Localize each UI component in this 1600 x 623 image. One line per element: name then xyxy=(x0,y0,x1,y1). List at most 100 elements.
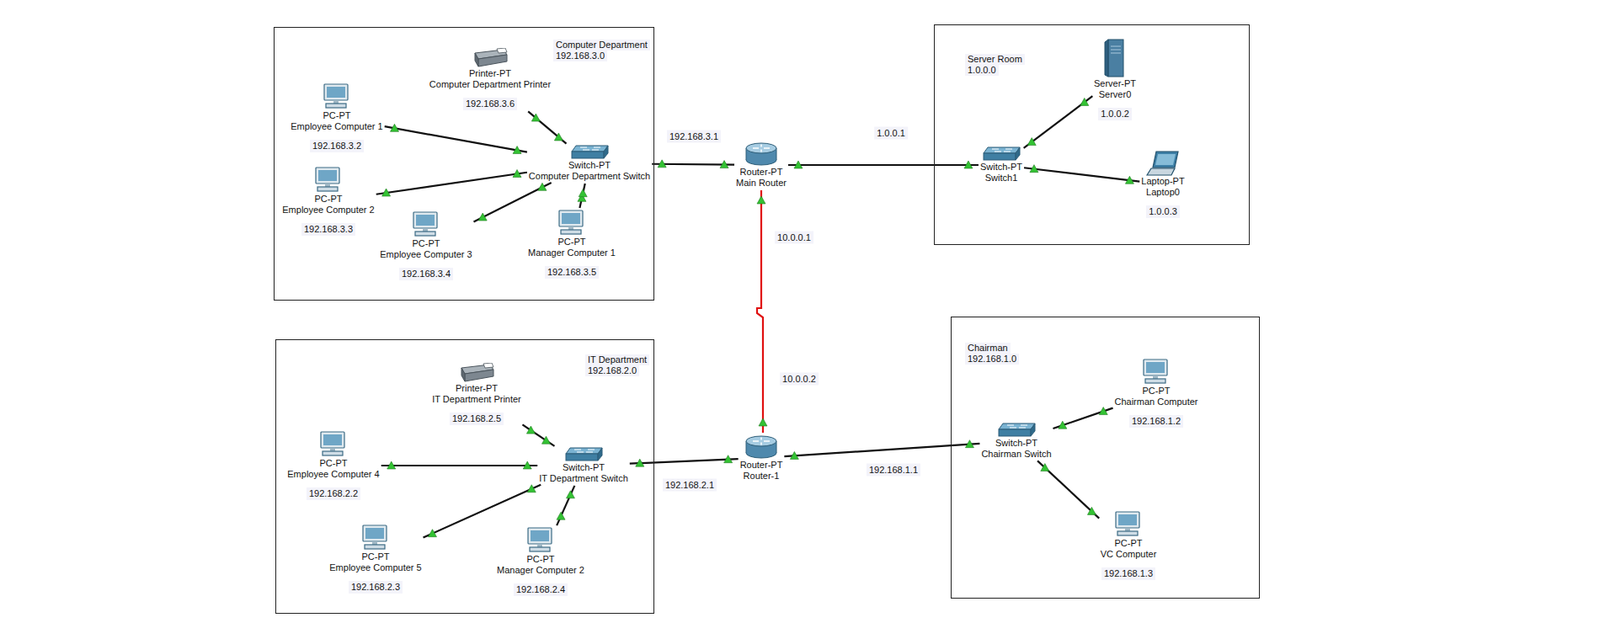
pc-device: PC-PTManager Computer 2192.168.2.4 xyxy=(496,527,585,597)
interface-ip: 192.168.3.1 xyxy=(666,130,721,144)
laptop-symbol xyxy=(1146,151,1179,176)
router-symbol xyxy=(746,436,777,459)
link-status-light xyxy=(554,133,563,141)
link-status-light xyxy=(389,123,399,132)
pc-device: PC-PTEmployee Computer 1192.168.3.2 xyxy=(290,83,383,153)
link-status-light xyxy=(531,113,540,122)
pc-icon xyxy=(313,166,344,194)
link-status-light xyxy=(526,426,535,434)
device-model: Laptop-PT xyxy=(1141,176,1184,187)
pc-icon xyxy=(318,431,349,459)
link-status-light xyxy=(758,418,768,427)
ip-address: 192.168.3.6 xyxy=(463,97,518,111)
link-status-light xyxy=(522,461,532,470)
device-model: PC-PT xyxy=(319,458,347,470)
link-status-light xyxy=(635,458,645,467)
device-name: Chairman Switch xyxy=(981,448,1051,460)
switch-device: Switch-PTChairman Switch xyxy=(981,422,1051,460)
printer-symbol xyxy=(474,48,507,67)
device-model: Router-PT xyxy=(740,459,784,471)
pc-icon xyxy=(1141,358,1172,386)
printer-symbol xyxy=(461,362,494,382)
switch-device: Switch-PTComputer Department Switch xyxy=(528,144,651,182)
network-region: Switch-PTChairman SwitchPC-PTChairman Co… xyxy=(950,316,1260,599)
region-heading: IT Department192.168.2.0 xyxy=(585,354,650,377)
device-model: PC-PT xyxy=(1114,538,1142,550)
ip-address: 192.168.2.2 xyxy=(306,487,361,501)
device-model: PC-PT xyxy=(361,551,390,563)
link-status-light xyxy=(527,485,536,493)
pc-icon xyxy=(410,211,442,239)
link-status-light xyxy=(478,213,487,221)
router-device: Router-PTRouter-1 xyxy=(740,434,784,482)
device-model: PC-PT xyxy=(526,554,555,566)
ethernet-link xyxy=(381,464,539,467)
device-model: PC-PT xyxy=(411,238,440,250)
pc-device: PC-PTEmployee Computer 5192.168.2.3 xyxy=(329,524,422,594)
link-status-light xyxy=(578,189,587,198)
link-status-light xyxy=(1087,506,1096,515)
link-status-light xyxy=(565,490,575,499)
ip-address: 192.168.1.3 xyxy=(1101,567,1156,581)
link-status-light xyxy=(964,160,973,169)
device-name: Manager Computer 1 xyxy=(528,247,616,259)
interface-ip: 10.0.0.1 xyxy=(774,231,814,245)
ip-address: 192.168.2.4 xyxy=(513,583,568,597)
device-name: Employee Computer 1 xyxy=(290,121,383,133)
ethernet-link xyxy=(528,111,566,144)
laptop-device: Laptop-PTLaptop01.0.0.3 xyxy=(1141,150,1184,219)
link-status-light xyxy=(1058,421,1067,429)
device-model: Switch-PT xyxy=(980,161,1023,173)
link-status-light xyxy=(1080,97,1089,106)
device-model: PC-PT xyxy=(557,236,586,248)
link-status-light xyxy=(720,160,729,169)
device-name: Switch1 xyxy=(985,172,1019,184)
device-name: Router-1 xyxy=(743,470,780,482)
ethernet-link xyxy=(629,458,739,464)
ip-address: 192.168.3.5 xyxy=(544,266,599,279)
server-icon xyxy=(1103,37,1127,79)
device-model: Router-PT xyxy=(740,166,784,178)
pc-symbol xyxy=(1143,359,1168,384)
pc-symbol xyxy=(320,432,345,456)
link-status-light xyxy=(1027,138,1036,146)
pc-symbol xyxy=(413,212,438,236)
pc-symbol xyxy=(528,528,552,552)
router-icon xyxy=(744,434,779,460)
pc-symbol xyxy=(362,525,387,550)
device-model: Server-PT xyxy=(1093,78,1136,90)
device-name: Employee Computer 3 xyxy=(379,249,472,261)
network-address: 192.168.3.0 xyxy=(553,50,608,62)
link-status-light xyxy=(1040,464,1050,472)
switch-symbol xyxy=(998,423,1035,437)
device-model: Printer-PT xyxy=(469,68,512,80)
pc-icon xyxy=(525,527,556,555)
network-region: Printer-PTIT Department Printer192.168.2… xyxy=(275,339,655,614)
printer-device: Printer-PTComputer Department Printer192… xyxy=(429,48,551,111)
printer-icon xyxy=(471,48,509,69)
link-status-light xyxy=(556,512,566,520)
router-icon xyxy=(744,141,779,167)
pc-icon xyxy=(556,209,587,237)
pc-symbol xyxy=(1115,512,1140,536)
link-status-light xyxy=(1125,176,1134,184)
switch-icon xyxy=(570,144,609,160)
pc-symbol xyxy=(315,167,340,192)
switch-symbol xyxy=(571,145,608,159)
link-status-light xyxy=(512,146,522,155)
device-name: IT Department Printer xyxy=(432,394,522,406)
ethernet-link xyxy=(788,164,979,166)
ip-address: 1.0.0.2 xyxy=(1098,107,1132,121)
server-device: Server-PTServer01.0.0.2 xyxy=(1093,37,1136,121)
device-name: IT Department Switch xyxy=(538,473,629,485)
switch-icon xyxy=(564,447,603,463)
link-status-light xyxy=(538,182,547,191)
region-name: Chairman xyxy=(965,342,1011,354)
ethernet-link xyxy=(556,485,575,526)
region-heading: Chairman192.168.1.0 xyxy=(965,342,1019,365)
printer-device: Printer-PTIT Department Printer192.168.2… xyxy=(432,362,522,426)
ethernet-link xyxy=(1024,96,1094,149)
region-heading: Computer Department192.168.3.0 xyxy=(553,39,651,62)
interface-ip: 1.0.0.1 xyxy=(874,127,908,140)
